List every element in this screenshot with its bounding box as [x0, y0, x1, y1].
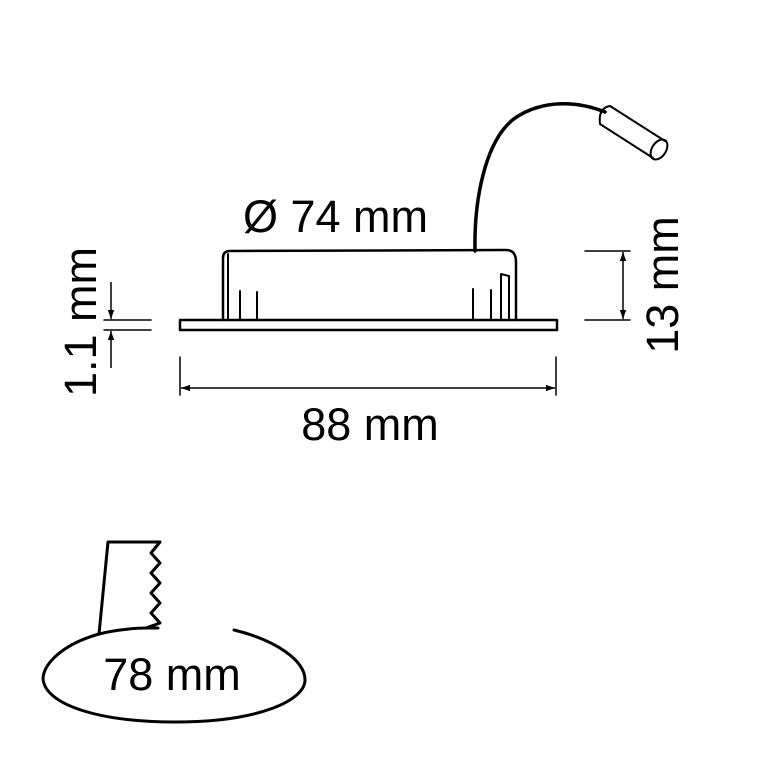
housing: [221, 248, 518, 322]
cable-assembly: [473, 102, 669, 253]
spring-clip-right-3: [500, 273, 510, 321]
flange-thickness-label: 1.1 mm: [55, 247, 106, 397]
connector-plug: [598, 105, 669, 161]
height-label: 13 mm: [637, 216, 688, 354]
cutout-label: 78 mm: [103, 649, 241, 700]
cutout-ellipse: [41, 628, 307, 724]
width-dimension: 88 mm: [179, 356, 557, 450]
luminaire-body: [178, 248, 559, 332]
flange-thickness-dimension: 1.1 mm: [55, 247, 152, 397]
cutout-icon: 78 mm: [41, 540, 307, 724]
height-dimension: 13 mm: [584, 216, 688, 354]
flange: [178, 318, 559, 332]
width-label: 88 mm: [301, 399, 439, 450]
diameter-label: Ø 74 mm: [243, 191, 428, 242]
cable: [473, 102, 607, 253]
